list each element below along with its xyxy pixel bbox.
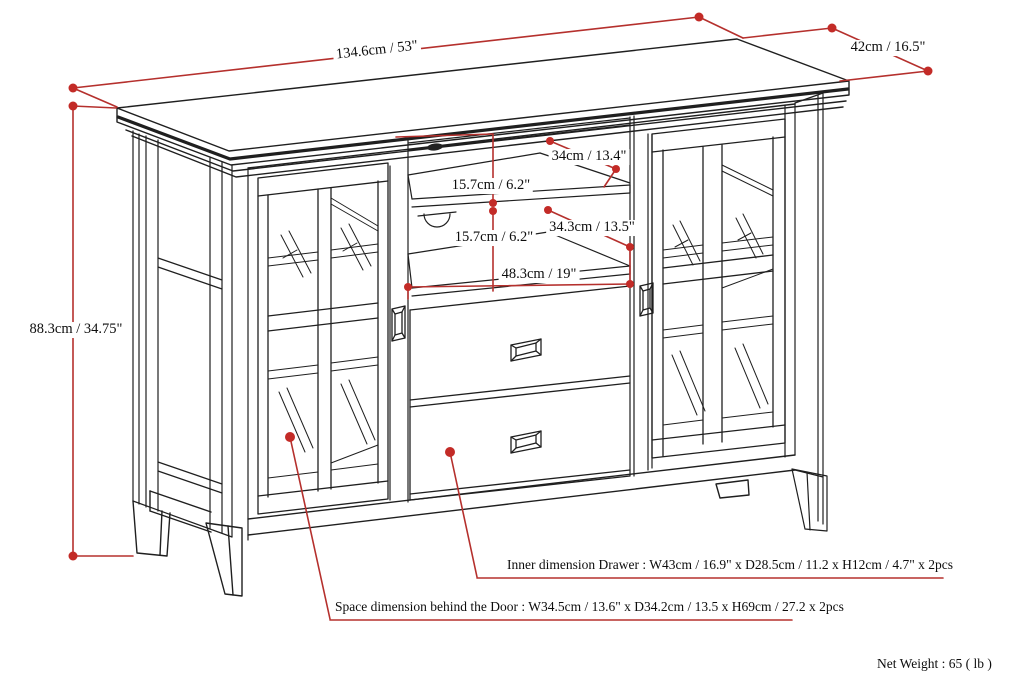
right-door-handle <box>639 282 654 317</box>
left-door-glass <box>267 197 379 479</box>
top-panel <box>116 38 850 178</box>
front-face <box>247 103 796 536</box>
top-shelf-depth-label: 34cm / 13.4" <box>548 148 630 165</box>
middle-opening-height-label: 15.7cm / 6.2" <box>451 229 537 246</box>
cable-hole <box>423 213 451 228</box>
center-foot <box>715 479 750 499</box>
right-side-panel <box>784 92 828 532</box>
overall-height-label: 88.3cm / 34.75" <box>26 321 126 338</box>
net-weight-note: Net Weight : 65 ( lb ) <box>877 656 992 671</box>
left-legs <box>132 490 243 597</box>
overall-depth-label: 42cm / 16.5" <box>847 39 929 56</box>
left-door-handle <box>391 305 406 342</box>
drawers <box>409 285 631 501</box>
drawer-handle-bottom <box>510 430 542 454</box>
left-side-panel <box>132 130 249 541</box>
top-opening-height-label: 15.7cm / 6.2" <box>448 177 534 194</box>
left-door <box>257 162 389 515</box>
right-door-glass <box>662 164 774 426</box>
center-opening-width-label: 48.3cm / 19" <box>498 266 580 283</box>
door-space-dimension-note: Space dimension behind the Door : W34.5c… <box>335 599 844 614</box>
drawer-inner-dimension-note: Inner dimension Drawer : W43cm / 16.9" x… <box>507 557 953 572</box>
drawer-handle-top <box>510 338 542 362</box>
right-door <box>651 118 786 459</box>
dimension-points <box>68 12 933 561</box>
middle-shelf-depth-label: 34.3cm / 13.5" <box>546 219 638 236</box>
